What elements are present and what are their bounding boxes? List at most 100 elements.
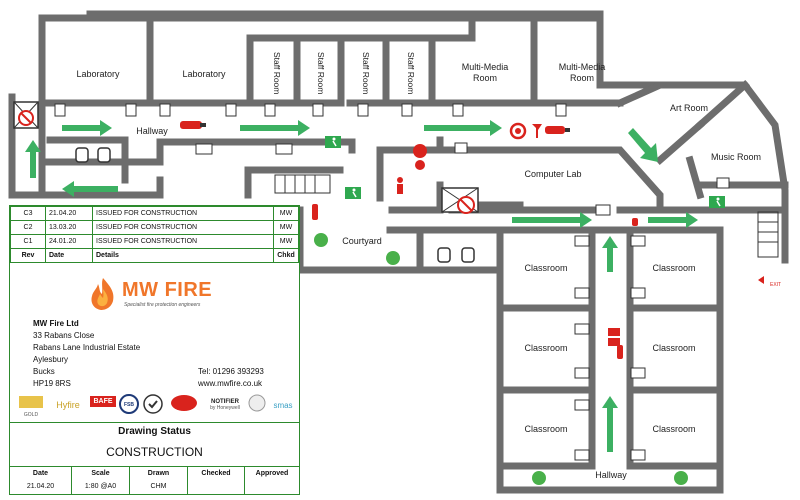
room-classroom-1: Classroom (524, 263, 567, 273)
details-cell: ISSUED FOR CONSTRUCTION (92, 206, 274, 221)
fire-extinguisher-icon (545, 126, 570, 134)
revision-row: C1 24.01.20 ISSUED FOR CONSTRUCTION MW (10, 234, 299, 249)
door-icon (574, 399, 590, 411)
chkd-cell: MW (273, 220, 299, 235)
escape-arrow-icon (240, 120, 310, 136)
rev-header: Rev (10, 248, 46, 263)
room-multimedia-2-line1: Multi-Media (559, 62, 606, 72)
room-classroom-4: Classroom (652, 343, 695, 353)
rev-cell: C1 (10, 234, 46, 249)
door-icon (225, 103, 237, 117)
revision-header-row: Rev Date Details Chkd (10, 248, 299, 263)
company-address: MW Fire Ltd 33 Rabans Close Rabans Lane … (33, 318, 140, 390)
chkd-cell: MW (273, 234, 299, 249)
stairs (274, 174, 779, 258)
stairs-icon (274, 174, 331, 194)
room-multimedia-1-line1: Multi-Media (462, 62, 509, 72)
door-icon (630, 287, 646, 299)
smas-logo: smas (273, 401, 293, 410)
door-icon (630, 449, 646, 461)
details-cell: ISSUED FOR CONSTRUCTION (92, 234, 274, 249)
escape-arrow-icon (512, 212, 592, 228)
drawing-checked-cell: Checked (188, 467, 245, 495)
walls (8, 10, 789, 494)
door-icon (264, 103, 276, 117)
drawing-status: Drawing Status CONSTRUCTION (10, 422, 299, 467)
date-header: Date (45, 248, 93, 263)
room-classroom-6: Classroom (652, 424, 695, 434)
toilets (75, 147, 475, 263)
door-icon (454, 142, 468, 154)
address-line: Bucks (33, 367, 55, 376)
fire-extinguisher-icon (180, 121, 206, 129)
doors (54, 103, 730, 461)
plants (314, 233, 688, 485)
chkd-header: Chkd (273, 248, 299, 263)
certification-logos: GOLD Hyfire BAFE FSB NOTIFIER by Honeywe… (14, 394, 296, 420)
revision-row: C2 13.03.20 ISSUED FOR CONSTRUCTION MW (10, 220, 299, 235)
door-icon (401, 103, 413, 117)
door-icon (159, 103, 171, 117)
room-staff-3: Staff Room (361, 52, 371, 94)
flame-icon (91, 278, 114, 310)
lift-middle (441, 187, 479, 214)
plant-icon (386, 251, 400, 265)
room-multimedia-1-line2: Room (473, 73, 497, 83)
escape-arrow-icon (628, 128, 658, 162)
date-cell: 13.03.20 (45, 220, 93, 235)
door-icon (716, 177, 730, 189)
room-labels: Laboratory Laboratory Staff Room Staff R… (76, 52, 761, 480)
escape-arrow-icon (602, 236, 618, 272)
company-name: MW Fire Ltd (33, 319, 79, 328)
door-icon (555, 103, 567, 117)
company-web[interactable]: www.mwfire.co.uk (198, 379, 263, 388)
door-icon (630, 235, 646, 247)
address-line: HP19 8RS (33, 379, 71, 388)
escape-arrow-icon (648, 212, 698, 228)
stairs-icon (757, 211, 779, 258)
room-computer-lab: Computer Lab (524, 169, 581, 179)
plant-icon (532, 471, 546, 485)
address-line: Aylesbury (33, 355, 68, 364)
red-badge-logo (168, 394, 200, 418)
room-staff-2: Staff Room (316, 52, 326, 94)
door-icon (275, 143, 293, 155)
title-block: C3 21.04.20 ISSUED FOR CONSTRUCTION MW C… (9, 205, 300, 495)
company-logo: MW FIRE Specialist fire protection engin… (88, 277, 238, 313)
gold-logo: GOLD (16, 394, 46, 418)
escape-arrow-icon (602, 396, 618, 452)
fire-extinguisher-icon (617, 345, 623, 359)
room-hallway-top: Hallway (136, 126, 168, 136)
address-line: Rabans Lane Industrial Estate (33, 343, 141, 352)
hyfire-logo: Hyfire (56, 400, 80, 410)
door-icon (452, 103, 464, 117)
room-staff-4: Staff Room (406, 52, 416, 94)
plant-icon (314, 233, 328, 247)
room-music: Music Room (711, 152, 761, 162)
rev-cell: C2 (10, 220, 46, 235)
details-header: Details (92, 248, 274, 263)
person-icon (397, 177, 403, 194)
room-courtyard: Courtyard (342, 236, 382, 246)
toilet-icon (75, 147, 89, 163)
fire-extinguisher-icon (312, 204, 318, 220)
fsb-logo: FSB (118, 394, 140, 418)
rev-cell: C3 (10, 206, 46, 221)
fire-alarm-point-icon (608, 328, 620, 346)
date-cell: 21.04.20 (45, 206, 93, 221)
toilet-icon (461, 247, 475, 263)
exit-sign-icon (325, 136, 341, 148)
room-multimedia-2-line2: Room (570, 73, 594, 83)
door-icon (574, 323, 590, 335)
fire-axe-icon (532, 124, 542, 138)
escape-arrow-icon (424, 120, 502, 136)
date-cell: 24.01.20 (45, 234, 93, 249)
door-icon (630, 367, 646, 379)
door-icon (195, 143, 213, 155)
exit-sign-icon (345, 187, 361, 199)
room-staff-1: Staff Room (272, 52, 282, 94)
